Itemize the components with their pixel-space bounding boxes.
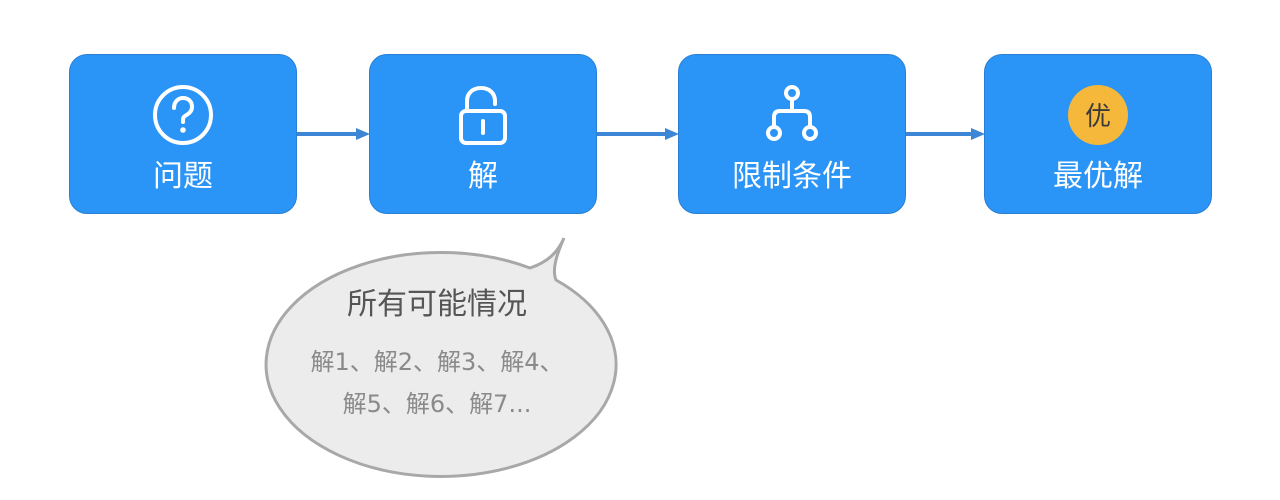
step-label: 最优解 xyxy=(1053,159,1143,194)
badge-icon: 优 xyxy=(1068,85,1128,145)
arrow-3 xyxy=(906,128,985,140)
question-circle-icon xyxy=(153,85,213,145)
arrow-2 xyxy=(597,128,679,140)
step-label: 解 xyxy=(468,159,498,194)
step-label: 限制条件 xyxy=(732,159,852,194)
bubble-text-line: 解1、解2、解3、解4、 xyxy=(310,348,564,376)
step-solution: 解 xyxy=(369,54,597,214)
step-label: 问题 xyxy=(153,159,213,194)
badge-text: 优 xyxy=(1085,102,1111,132)
bubble-title: 所有可能情况 xyxy=(347,287,527,322)
unlock-icon xyxy=(459,85,507,145)
step-problem: 问题 xyxy=(69,54,297,214)
arrow-1 xyxy=(297,128,370,140)
hierarchy-icon xyxy=(766,85,818,141)
step-optimal: 优 最优解 xyxy=(984,54,1212,214)
step-constraints: 限制条件 xyxy=(678,54,906,214)
bubble-text-line: 解5、解6、解7... xyxy=(342,390,532,418)
